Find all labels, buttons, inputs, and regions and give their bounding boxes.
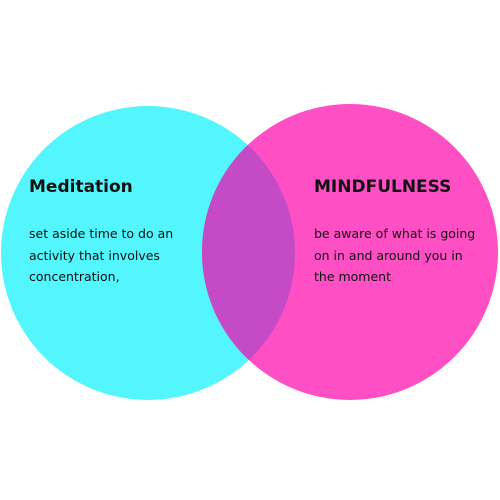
- left-text-block: Meditation set aside time to do an activ…: [29, 177, 201, 288]
- right-text-block: MINDFULNESS be aware of what is going on…: [314, 177, 486, 288]
- right-description: be aware of what is going on in and arou…: [314, 226, 476, 284]
- left-title: Meditation: [29, 177, 133, 197]
- right-title: MINDFULNESS: [314, 177, 452, 197]
- left-description: set aside time to do an activity that in…: [29, 226, 174, 284]
- right-circle: [202, 104, 498, 400]
